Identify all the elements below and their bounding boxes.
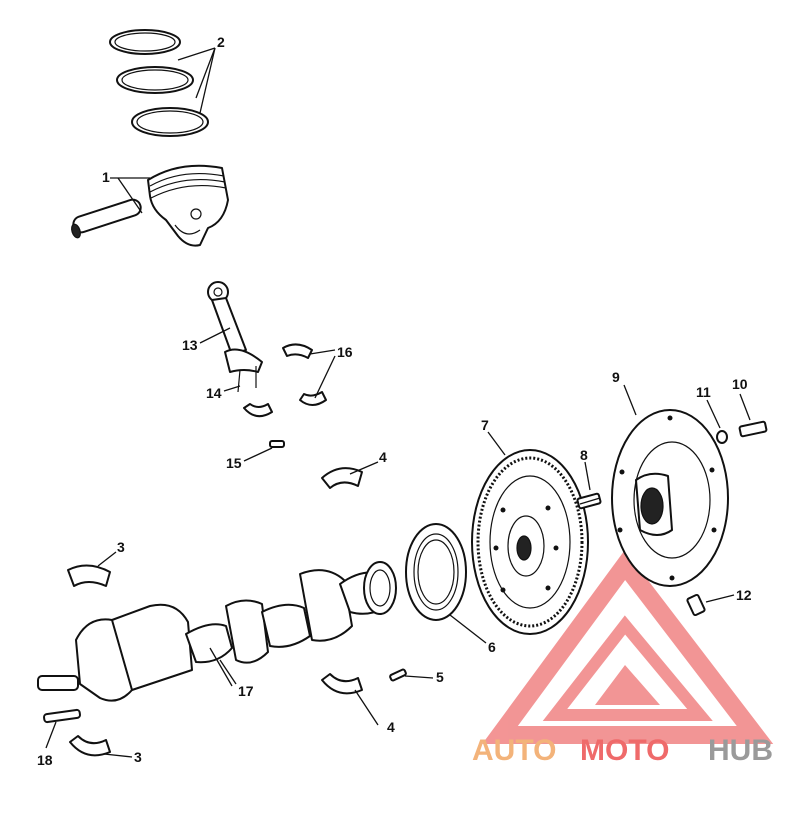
piston-and-pin	[71, 164, 229, 247]
watermark-logo	[482, 549, 774, 744]
crank-pins	[43, 668, 407, 724]
watermark-moto: MOTO	[580, 734, 669, 767]
watermark-auto: AUTO	[472, 734, 556, 767]
callout-3-upper: 3	[117, 539, 125, 555]
callout-5: 5	[436, 669, 444, 685]
callout-6: 6	[488, 639, 496, 655]
watermark-text: AUTO MOTO HUB	[472, 734, 773, 767]
callout-13: 13	[182, 337, 198, 353]
callout-8: 8	[580, 447, 588, 463]
callout-9: 9	[612, 369, 620, 385]
callout-labels: 1 2 3 3 4 4 5 6 7 8 9 10 11 12 13 14 15 …	[37, 34, 752, 768]
callout-11: 11	[696, 384, 711, 400]
callout-10: 10	[732, 376, 748, 392]
rod-dowel	[269, 440, 285, 448]
callout-15: 15	[226, 455, 242, 471]
coupler-bolt-and-washer	[716, 420, 768, 444]
callout-1: 1	[102, 169, 110, 185]
drive-coupler	[611, 409, 729, 587]
callout-2: 2	[217, 34, 225, 50]
piston-rings	[109, 29, 209, 137]
rod-bearings	[243, 343, 327, 418]
callout-7: 7	[481, 417, 489, 433]
callout-4-upper: 4	[379, 449, 387, 465]
callout-18: 18	[37, 752, 53, 768]
watermark-hub: HUB	[708, 734, 773, 767]
callout-14: 14	[206, 385, 222, 401]
connecting-rod	[207, 281, 263, 393]
leader-lines	[45, 47, 751, 758]
callout-16: 16	[337, 344, 353, 360]
callout-17: 17	[238, 683, 254, 699]
callout-3-lower: 3	[134, 749, 142, 765]
flywheel-bolt	[576, 492, 602, 510]
crankshaft	[37, 561, 397, 702]
thrust-bearings	[67, 564, 111, 757]
rear-main-seal	[405, 523, 467, 621]
grease-fitting	[686, 593, 706, 617]
callout-12: 12	[736, 587, 752, 603]
callout-4-lower: 4	[387, 719, 395, 735]
flywheel	[471, 449, 589, 635]
